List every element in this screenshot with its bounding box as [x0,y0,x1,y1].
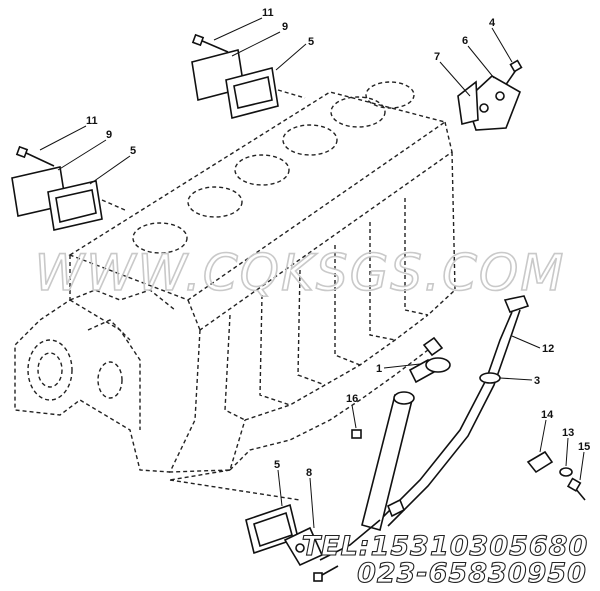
callout-16: 16 [346,393,358,405]
watermark-text: WWW.CQKSGS.COM [35,244,566,302]
phone-line-1: TEL:15310305680 [302,531,589,562]
callout-7: 7 [434,51,440,63]
cover-plate-left [11,166,126,231]
bolt-upper [191,33,229,53]
cover-plate-lower [169,469,301,555]
callout-1: 1 [376,363,382,375]
callout-6: 6 [462,35,468,47]
dipstick-assembly [283,295,586,582]
callout-13: 13 [562,427,574,439]
callout-4: 4 [489,17,496,29]
callout-9-left: 9 [106,129,112,141]
callout-8: 8 [306,467,312,479]
cover-plate-upper [191,49,306,119]
callout-3: 3 [534,375,540,387]
bolt-left [15,145,55,167]
callout-9-upper: 9 [282,21,288,33]
callout-15: 15 [578,441,590,453]
callout-5-upper: 5 [308,36,314,48]
round-cover-right [457,75,521,131]
callout-11-upper: 11 [262,7,274,19]
callout-5-lower: 5 [274,459,280,471]
engine-block [14,81,456,473]
callout-14: 14 [541,409,554,421]
callout-12: 12 [542,343,554,355]
callout-labels: 11 9 5 4 6 7 11 9 5 12 1 3 16 14 13 15 5… [86,7,590,479]
callout-5-left: 5 [130,145,136,157]
leader-lines [39,17,585,529]
phone-line-2: 023-65830950 [357,558,587,589]
bolt-right-top [504,59,523,87]
callout-11-left: 11 [86,115,98,127]
